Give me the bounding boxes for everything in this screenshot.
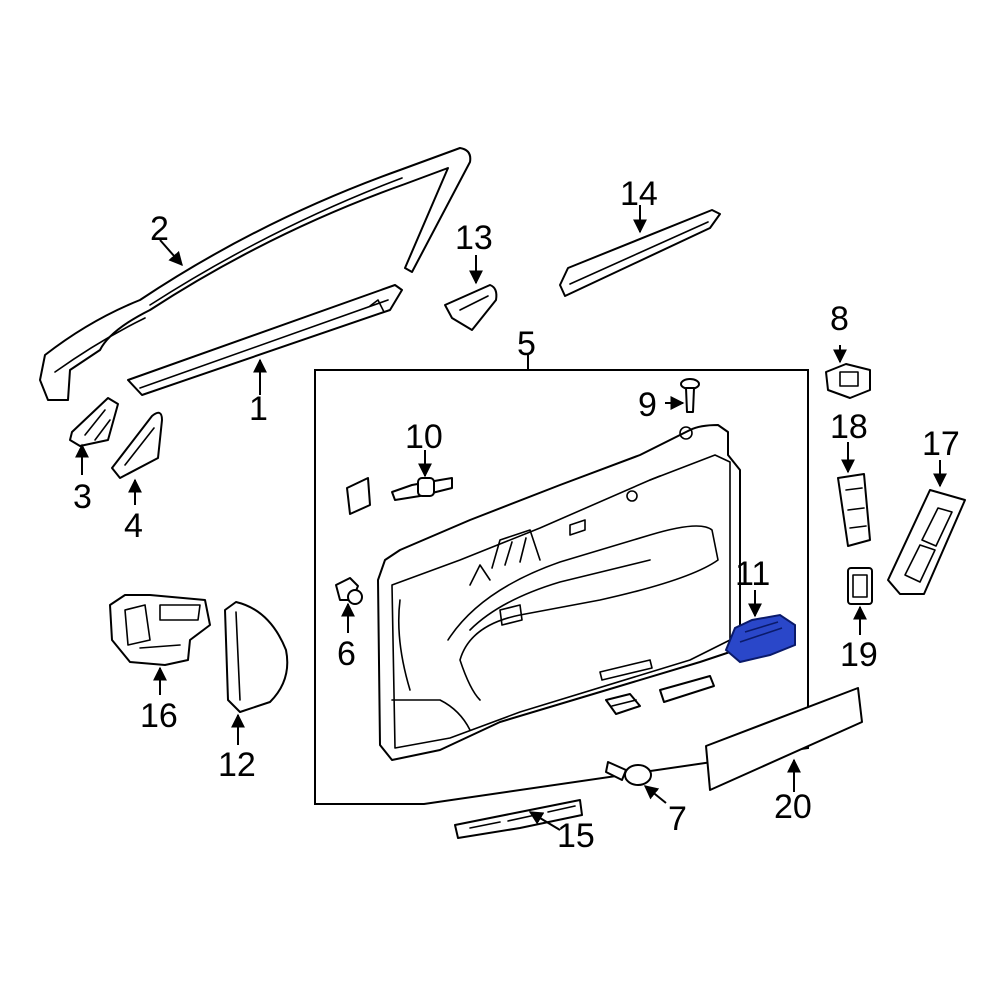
part-5-door-trim-panel[interactable]	[377, 424, 741, 761]
callout-19: 19	[840, 636, 878, 674]
part-11-door-handle-highlighted[interactable]	[724, 613, 796, 664]
part-10-panel-clip[interactable]	[391, 477, 453, 501]
callout-4: 4	[124, 507, 143, 545]
callout-3: 3	[73, 478, 92, 516]
callout-16: 16	[140, 697, 178, 735]
callout-10: 10	[405, 418, 443, 456]
part-retainer-clip[interactable]	[605, 693, 641, 715]
part-2-window-frame[interactable]	[39, 147, 472, 401]
part-bracket-tab[interactable]	[346, 477, 371, 515]
callout-15: 15	[557, 817, 595, 855]
callout-18: 18	[830, 408, 868, 446]
part-9-screw[interactable]	[680, 378, 700, 413]
part-6-push-clip[interactable]	[335, 577, 363, 605]
callout-14: 14	[620, 175, 658, 213]
callout-6: 6	[337, 635, 356, 673]
part-cover-strip[interactable]	[659, 675, 715, 703]
callout-8: 8	[830, 300, 849, 338]
part-3-trim-piece[interactable]	[69, 397, 119, 447]
part-14-trim-strip[interactable]	[559, 209, 721, 297]
part-1-belt-molding[interactable]	[127, 284, 403, 396]
callout-1: 1	[249, 390, 268, 428]
callout-5: 5	[517, 325, 536, 363]
part-20-label-sheet[interactable]	[705, 687, 863, 791]
part-17-window-switch[interactable]	[887, 489, 966, 595]
part-13-mirror-cover[interactable]	[444, 284, 498, 331]
part-12-trim-cover[interactable]	[224, 601, 289, 713]
callout-2: 2	[150, 210, 169, 248]
part-8-switch[interactable]	[825, 363, 871, 399]
part-19-small-switch[interactable]	[847, 567, 873, 605]
callout-7: 7	[668, 800, 687, 838]
callout-13: 13	[455, 219, 493, 257]
callout-12: 12	[218, 746, 256, 784]
part-4-trim-cover[interactable]	[111, 411, 163, 479]
callout-11: 11	[735, 555, 770, 593]
part-16-seat-switch[interactable]	[109, 594, 211, 666]
callout-17: 17	[922, 425, 960, 463]
callout-20: 20	[774, 788, 812, 826]
part-18-switch-bezel[interactable]	[837, 473, 871, 547]
callout-labels: 1 2 3 4 5 6 7 8 9 10 11 12 13 14 15 16 1…	[73, 175, 960, 855]
callout-9: 9	[638, 386, 657, 424]
leader-lines	[75, 205, 947, 831]
part-7-screw[interactable]	[605, 761, 652, 786]
